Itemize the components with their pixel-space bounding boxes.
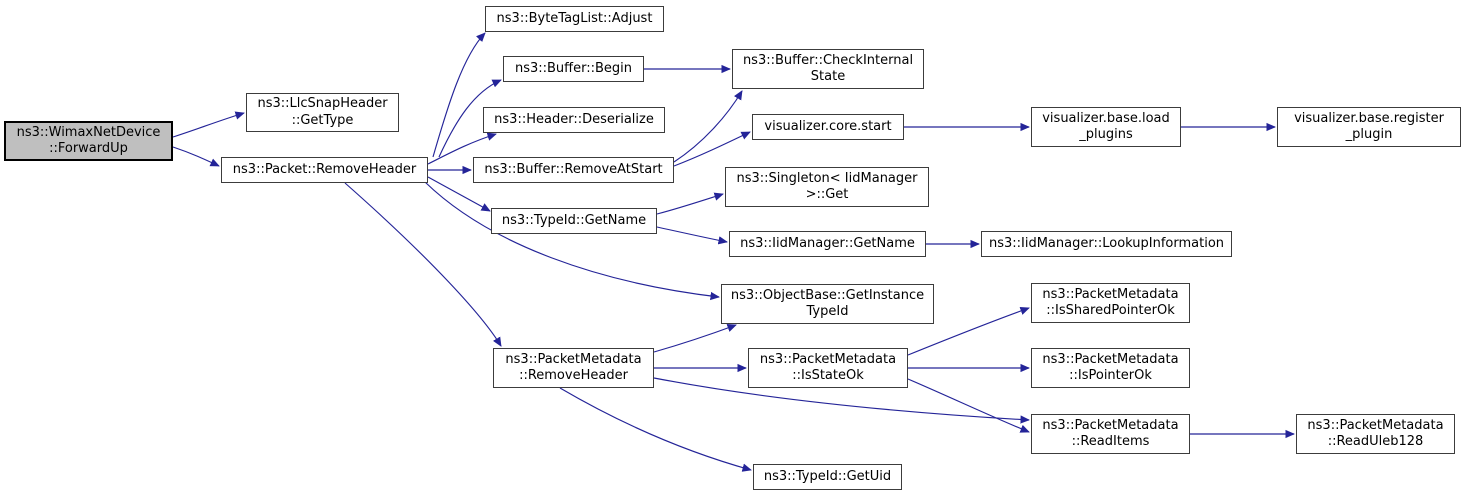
edge-packet-removeheader-to-bytetaglist-adjust [432,32,486,158]
node-label-line: ns3::Singleton< IidManager [736,170,918,186]
node-packetmetadata-removeheader[interactable]: ns3::PacketMetadata::RemoveHeader [493,348,654,388]
node-label-line: ns3::IidManager::LookupInformation [988,235,1225,251]
node-packetmetadata-issharedpointerok[interactable]: ns3::PacketMetadata::IsSharedPointerOk [1031,283,1190,323]
node-label-line: ns3::LlcSnapHeader [257,96,388,112]
node-label-line: ns3::Buffer::Begin [514,60,633,76]
node-label-line: ns3::PacketMetadata [505,351,642,367]
node-label-line: ::IsSharedPointerOk [1046,303,1175,318]
edge-packetmetadata-isstateok-to-packetmetadata-readitems [907,378,1030,433]
node-label-line: ns3::ByteTagList::Adjust [496,10,653,26]
node-label-line: ::IsStateOk [792,368,864,383]
node-label-line: visualizer.core.start [764,118,892,134]
node-label-line: ns3::PacketMetadata [1042,286,1179,302]
node-label-line: ::IsPointerOk [1069,368,1152,383]
node-label-line: ns3::PacketMetadata [1307,417,1444,433]
node-label-line: State [810,69,846,84]
edge-typeid-getname-to-singleton-iidmanager-get [656,192,724,215]
edge-wimaxnetdevice-forwardup-to-packet-removeheader [172,146,220,167]
edge-packet-removeheader-to-packetmetadata-removeheader [344,182,502,347]
node-label-line: >::Get [805,187,849,202]
node-label-line: ns3::Header::Deserialize [494,111,654,127]
node-iidmanager-lookupinformation[interactable]: ns3::IidManager::LookupInformation [981,231,1232,257]
node-label-line: ns3::Buffer::CheckInternal [742,52,914,68]
node-label-line: ::RemoveHeader [519,368,628,383]
node-packetmetadata-readitems[interactable]: ns3::PacketMetadata::ReadItems [1031,414,1190,454]
edge-buffer-removeatstart-to-visualizer-core-start [673,131,751,167]
node-label-line: ns3::ObjectBase::GetInstance [730,287,925,303]
node-label-line: ns3::IidManager::GetName [740,235,915,251]
node-bytetaglist-adjust[interactable]: ns3::ByteTagList::Adjust [485,6,664,32]
node-packet-removeheader[interactable]: ns3::Packet::RemoveHeader [221,157,428,183]
node-packetmetadata-ispointerok[interactable]: ns3::PacketMetadata::IsPointerOk [1031,348,1190,388]
node-packetmetadata-readuleb128[interactable]: ns3::PacketMetadata::ReadUleb128 [1296,414,1455,454]
node-typeid-getname[interactable]: ns3::TypeId::GetName [491,208,657,234]
edge-buffer-removeatstart-to-buffer-checkinternalstate [673,90,743,163]
node-label-line: TypeId [806,304,849,319]
edge-packetmetadata-removeheader-to-typeid-getuid [559,387,752,472]
node-label-line: ns3::PacketMetadata [759,351,897,367]
node-header-deserialize[interactable]: ns3::Header::Deserialize [483,107,665,133]
node-singleton-iidmanager-get[interactable]: ns3::Singleton< IidManager>::Get [725,167,929,207]
edge-packetmetadata-removeheader-to-objectbase-getinstancetypeid [653,324,737,353]
node-label-line: _plugin [1345,127,1393,142]
node-label-line: visualizer.base.register [1294,110,1444,126]
node-label-line: ns3::Packet::RemoveHeader [232,161,417,177]
edge-packet-removeheader-to-objectbase-getinstancetypeid [424,181,720,301]
node-label-line: ::ReadItems [1071,434,1150,449]
node-wimaxnetdevice-forwardup[interactable]: ns3::WimaxNetDevice::ForwardUp [4,121,173,161]
node-visualizer-base-register-plugin[interactable]: visualizer.base.register_plugin [1277,107,1461,147]
node-label-line: ns3::TypeId::GetName [501,212,647,228]
node-label-line: ns3::TypeId::GetUid [763,468,892,484]
node-iidmanager-getname[interactable]: ns3::IidManager::GetName [729,231,926,257]
node-label-line: ns3::WimaxNetDevice [16,124,161,140]
node-label-line: ::GetType [291,112,354,128]
node-label-line: ns3::Buffer::RemoveAtStart [484,161,663,177]
node-visualizer-base-load-plugins[interactable]: visualizer.base.load_plugins [1031,107,1181,147]
node-visualizer-core-start[interactable]: visualizer.core.start [752,114,904,140]
edge-wimaxnetdevice-forwardup-to-llcsnapheader-gettype [172,111,245,138]
node-typeid-getuid[interactable]: ns3::TypeId::GetUid [753,464,902,490]
node-label-line: _plugins [1079,127,1133,142]
node-label-line: ns3::PacketMetadata [1042,351,1179,367]
node-label-line: visualizer.base.load [1042,110,1170,126]
node-buffer-begin[interactable]: ns3::Buffer::Begin [503,56,644,82]
node-llcsnapheader-gettype[interactable]: ns3::LlcSnapHeader::GetType [246,93,399,132]
node-buffer-removeatstart[interactable]: ns3::Buffer::RemoveAtStart [473,157,674,183]
node-packetmetadata-isstateok[interactable]: ns3::PacketMetadata::IsStateOk [748,348,908,388]
node-label-line: ::ForwardUp [49,141,128,156]
node-label-line: ::ReadUleb128 [1327,434,1424,449]
edge-typeid-getname-to-iidmanager-getname [656,226,728,245]
node-label-line: ns3::PacketMetadata [1042,417,1179,433]
